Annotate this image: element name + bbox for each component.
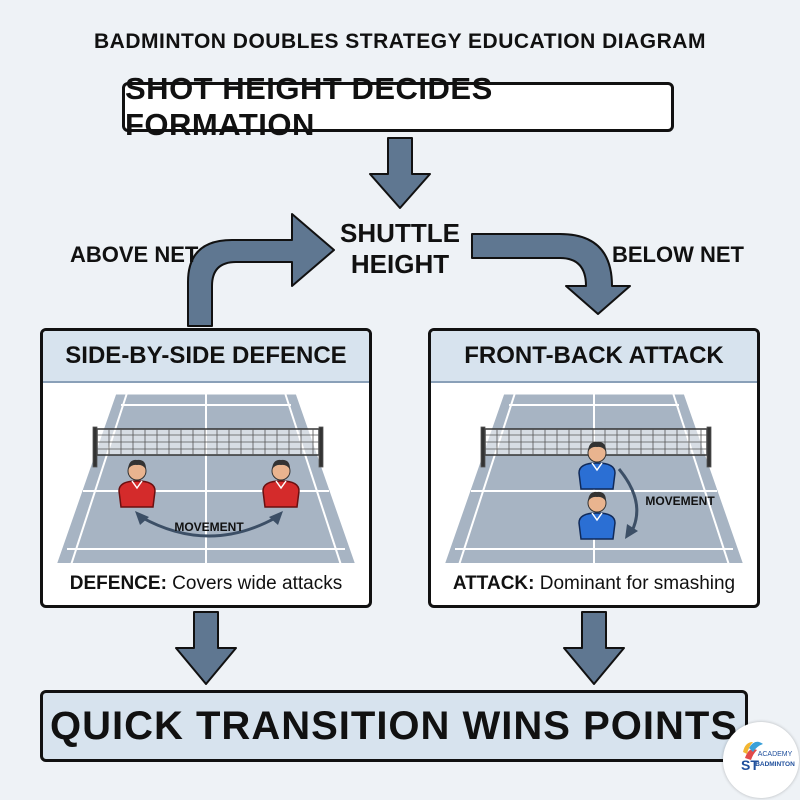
- arrow-above-net: [187, 213, 335, 327]
- attack-court-diagram: MOVEMENT: [442, 391, 746, 563]
- defence-court-diagram: MOVEMENT: [54, 391, 358, 563]
- attack-caption: ATTACK: Dominant for smashing: [431, 573, 757, 595]
- attack-player-front: [578, 441, 616, 490]
- logo-mark-icon: [743, 741, 763, 760]
- defence-player-left: [118, 459, 156, 508]
- movement-arrow: [140, 515, 278, 538]
- defence-player-right: [262, 459, 300, 508]
- attack-panel: FRONT-BACK ATTACK: [428, 328, 760, 608]
- above-net-label: ABOVE NET: [70, 242, 199, 267]
- shuttle-height-line1: SHUTTLE: [340, 218, 460, 248]
- attack-panel-title: FRONT-BACK ATTACK: [431, 331, 757, 383]
- main-title-box: SHOT HEIGHT DECIDES FORMATION: [122, 71, 674, 142]
- defence-movement-label: MOVEMENT: [174, 520, 244, 534]
- arrow-title-to-shuttle: [369, 137, 431, 209]
- defence-caption-bold: DEFENCE:: [69, 573, 167, 594]
- footer-text: QUICK TRANSITION WINS POINTS: [50, 703, 738, 748]
- shuttle-height-line2: HEIGHT: [350, 249, 450, 279]
- defence-caption: DEFENCE: Covers wide attacks: [43, 573, 369, 595]
- net: [92, 426, 324, 468]
- defence-panel-title: SIDE-BY-SIDE DEFENCE: [43, 331, 369, 383]
- attack-player-back: [578, 491, 616, 540]
- logo-line2: ST: [741, 757, 759, 773]
- page-title: BADMINTON DOUBLES STRATEGY EDUCATION DIA…: [94, 30, 706, 53]
- main-title: SHOT HEIGHT DECIDES FORMATION: [125, 71, 493, 142]
- arrow-below-net: [471, 233, 631, 315]
- logo-line3: BADMINTON: [755, 761, 795, 768]
- defence-caption-text: Covers wide attacks: [166, 573, 343, 594]
- shuttle-height-label: SHUTTLE HEIGHT: [320, 218, 480, 280]
- movement-arrow: [617, 468, 639, 534]
- attack-caption-bold: ATTACK:: [452, 573, 535, 594]
- attack-caption-text: Dominant for smashing: [534, 573, 736, 594]
- footer-box: QUICK TRANSITION WINS POINTS: [40, 690, 748, 762]
- below-net-label: BELOW NET: [612, 242, 744, 267]
- arrow-left-to-footer: [175, 611, 237, 685]
- defence-panel: SIDE-BY-SIDE DEFENCE: [40, 328, 372, 608]
- logo-line1: ACADEMY: [758, 751, 793, 758]
- attack-movement-label: MOVEMENT: [645, 494, 715, 508]
- arrow-right-to-footer: [563, 611, 625, 685]
- academy-logo: ACADEMY ST BADMINTON: [723, 722, 799, 798]
